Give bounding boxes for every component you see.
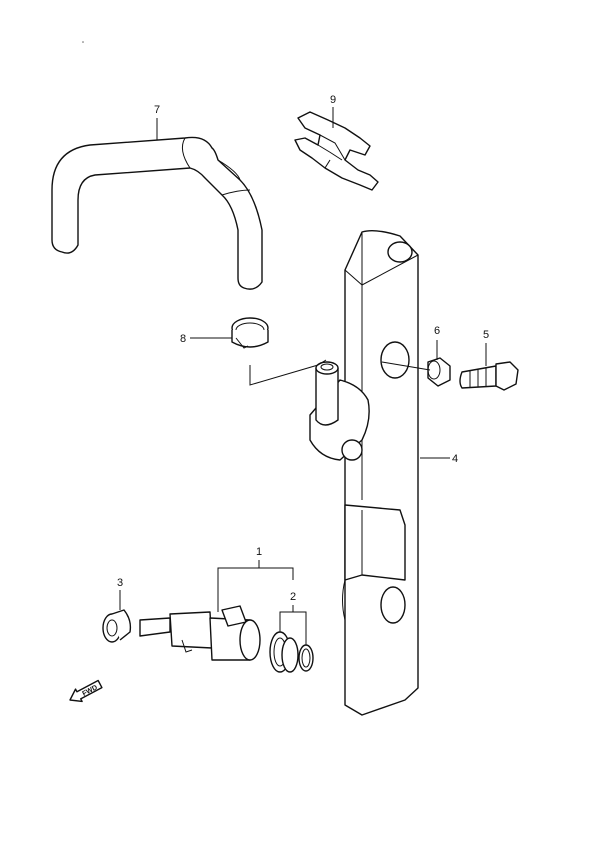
leader-spacer-to-rail <box>381 361 431 371</box>
part-9-hose-clip[interactable] <box>294 111 379 191</box>
fwd-direction-arrow: FWD <box>69 679 103 703</box>
callout-1: 1 <box>256 546 262 558</box>
part-5-bolt[interactable] <box>459 361 519 391</box>
part-2-o-rings[interactable] <box>269 631 314 673</box>
callout-3: 3 <box>117 577 123 589</box>
callout-leaders <box>119 107 487 645</box>
callout-7: 7 <box>154 104 160 116</box>
part-3-cushion[interactable] <box>102 609 132 643</box>
callout-5: 5 <box>483 329 489 341</box>
callout-4: 4 <box>452 453 458 465</box>
stray-mark <box>82 41 84 43</box>
leader-clamp-to-nipple <box>249 359 327 386</box>
callout-9: 9 <box>330 94 336 106</box>
part-1-fuel-injector[interactable] <box>139 605 261 661</box>
callout-2: 2 <box>290 591 296 603</box>
part-7-fuel-hose[interactable] <box>51 136 263 290</box>
part-4-fuel-rail[interactable] <box>309 229 419 716</box>
part-8-clamp[interactable] <box>231 317 269 349</box>
fwd-label: FWD <box>81 684 98 698</box>
callout-labels: 7 9 8 6 5 4 1 2 3 <box>117 94 489 603</box>
part-6-spacer[interactable] <box>427 357 451 387</box>
callout-6: 6 <box>434 325 440 337</box>
callout-8: 8 <box>180 333 186 345</box>
